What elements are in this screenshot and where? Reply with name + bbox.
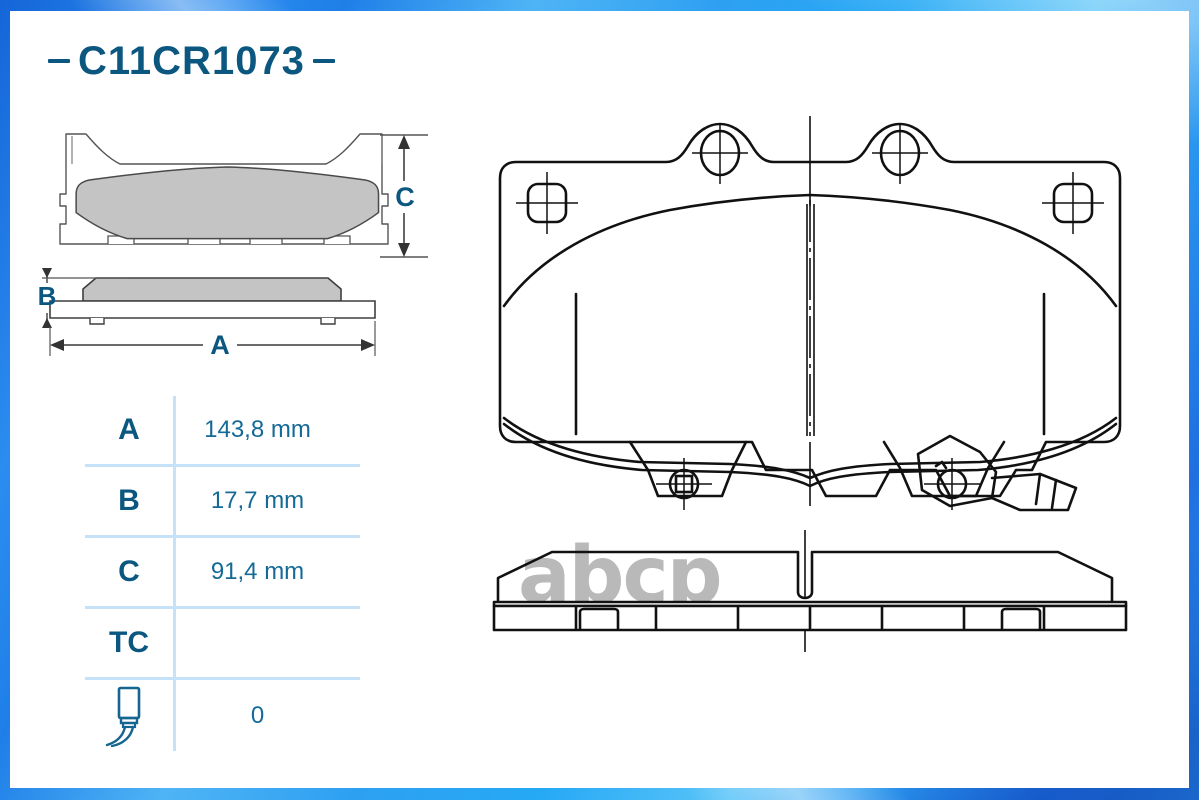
row-divider [173,467,176,535]
row-divider [173,396,176,464]
spec-key-a: A [118,413,140,446]
table-row: C 91,4 mm [85,538,360,609]
brake-pad-side-view: B A [28,261,428,366]
page-title: C11CR1073 [48,41,335,81]
frame-inner-white [10,11,1189,788]
dimension-c-arrow: C [380,134,428,258]
spec-key-b: B [118,484,140,517]
row-divider [173,538,176,606]
row-divider [173,680,176,751]
specification-table: A 143,8 mm B 17,7 mm C 91,4 mm TC [85,396,360,751]
spec-value-a: 143,8 mm [204,416,311,443]
dimension-a-label: A [210,330,230,360]
table-row: 0 [85,680,360,751]
dimension-b-label: B [38,281,57,311]
brake-pad-edge-section-view [480,526,1140,656]
brake-pad-front-view [38,116,438,266]
spec-value-b: 17,7 mm [210,487,305,514]
table-row: B 17,7 mm [85,467,360,538]
spec-value-sensor-count: 0 [250,701,265,729]
table-row: A 143,8 mm [85,396,360,467]
product-code: C11CR1073 [78,39,305,83]
spec-key-c: C [118,555,140,588]
drawing-canvas: C11CR1073 C [10,11,1189,788]
table-row: TC [85,609,360,680]
title-dash-left [48,59,70,63]
wear-sensor-icon [85,684,173,748]
brake-pad-backing-plate-plan-view [480,106,1140,526]
row-divider [173,609,176,677]
title-dash-right [312,59,335,63]
spec-value-c: 91,4 mm [210,558,305,585]
dimension-c-label: C [395,182,415,212]
spec-key-tc: TC [109,626,149,659]
